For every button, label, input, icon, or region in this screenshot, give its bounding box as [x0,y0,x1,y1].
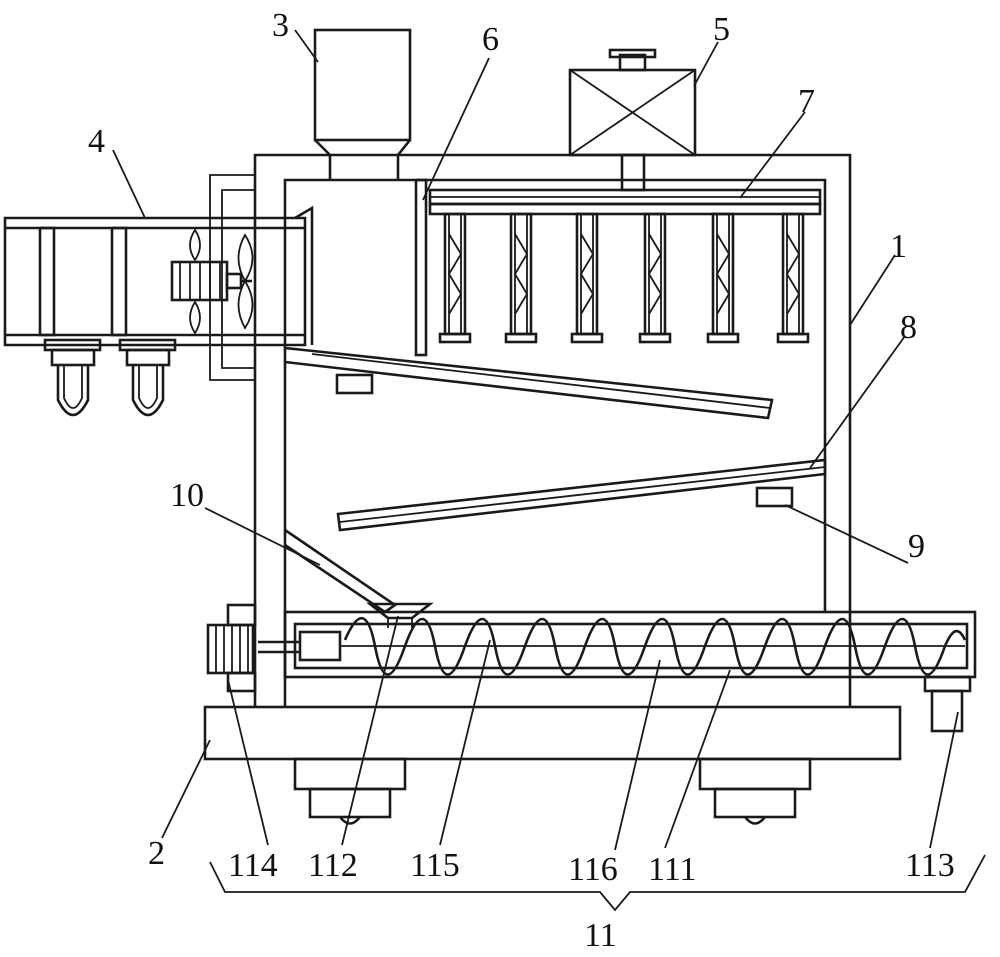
label-111: 111 [648,851,696,888]
lower-sieve-plate [336,458,827,532]
vibration-motor [755,486,794,508]
label-6: 6 [482,21,499,58]
label-11: 11 [584,917,617,954]
label-5: 5 [713,11,730,48]
base-plate [203,705,902,761]
stirring-rods [438,212,810,344]
drive-motor [206,603,257,693]
labels: 3 6 5 4 7 1 8 10 9 2 114 112 115 116 111… [88,7,955,954]
label-112: 112 [308,847,358,884]
guide-plate [284,528,398,614]
label-113: 113 [905,847,955,884]
stirring-rod [504,212,538,344]
stirring-rod [776,212,810,344]
foot-left [293,757,407,825]
label-1: 1 [890,228,907,265]
label-115: 115 [410,847,460,884]
foot-right [698,757,812,825]
conveyor-casing [283,610,977,679]
group-brace [209,854,986,912]
motor-box [568,48,697,192]
feed-hopper [313,28,412,180]
label-7: 7 [798,83,815,120]
label-10: 10 [170,477,204,514]
label-2: 2 [148,835,165,872]
fan-housing [3,205,314,347]
screw-blade [343,617,967,676]
partition-plate [414,178,428,357]
stirring-assembly [428,188,822,344]
label-3: 3 [272,7,289,44]
conveyor-shaft [258,630,965,662]
label-4: 4 [88,123,105,160]
stirring-rod [706,212,740,344]
discharge-pipe [923,675,972,733]
label-8: 8 [900,309,917,346]
dust-bag-right [118,338,177,417]
label-116: 116 [568,851,618,888]
stirring-rod [638,212,672,344]
label-114: 114 [228,847,278,884]
upper-sieve-plate [284,346,774,420]
dust-bag-left [43,338,102,417]
stirring-rod [438,212,472,344]
stirring-rod [570,212,604,344]
label-9: 9 [908,528,925,565]
leader-lines [112,29,959,851]
